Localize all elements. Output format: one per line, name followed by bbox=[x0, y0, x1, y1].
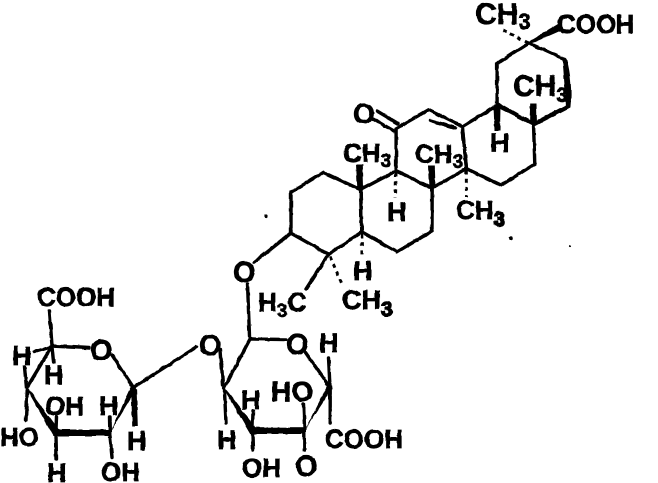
svg-text:H: H bbox=[217, 425, 237, 455]
svg-text:H: H bbox=[616, 9, 635, 39]
svg-text:OH: OH bbox=[45, 391, 84, 421]
svg-text:H: H bbox=[353, 256, 373, 286]
svg-text:O: O bbox=[295, 451, 318, 483]
svg-text:H: H bbox=[490, 128, 510, 158]
svg-text:O: O bbox=[353, 98, 375, 129]
svg-text:H: H bbox=[319, 328, 339, 358]
svg-text:H: H bbox=[387, 197, 407, 227]
svg-text:H: H bbox=[12, 341, 32, 371]
svg-text:COO: COO bbox=[557, 9, 616, 39]
svg-text:OH: OH bbox=[242, 453, 281, 483]
svg-text:COOH: COOH bbox=[37, 282, 115, 312]
svg-text:H: H bbox=[99, 391, 119, 421]
svg-text:OH: OH bbox=[101, 457, 140, 483]
svg-text:H: H bbox=[44, 360, 64, 390]
svg-text:CH3: CH3 bbox=[343, 138, 391, 172]
svg-text:H3C: H3C bbox=[258, 287, 306, 322]
svg-text:O: O bbox=[286, 329, 309, 361]
svg-text:CH3: CH3 bbox=[415, 139, 463, 173]
svg-text:COOH: COOH bbox=[325, 424, 403, 454]
svg-text:H: H bbox=[127, 426, 147, 456]
svg-text:H: H bbox=[241, 385, 261, 415]
svg-text:HO: HO bbox=[271, 376, 313, 407]
svg-text:HO: HO bbox=[0, 422, 39, 452]
svg-text:O: O bbox=[90, 335, 113, 367]
svg-text:O: O bbox=[233, 257, 256, 289]
svg-text:H: H bbox=[47, 458, 67, 483]
svg-text:O: O bbox=[199, 330, 222, 362]
